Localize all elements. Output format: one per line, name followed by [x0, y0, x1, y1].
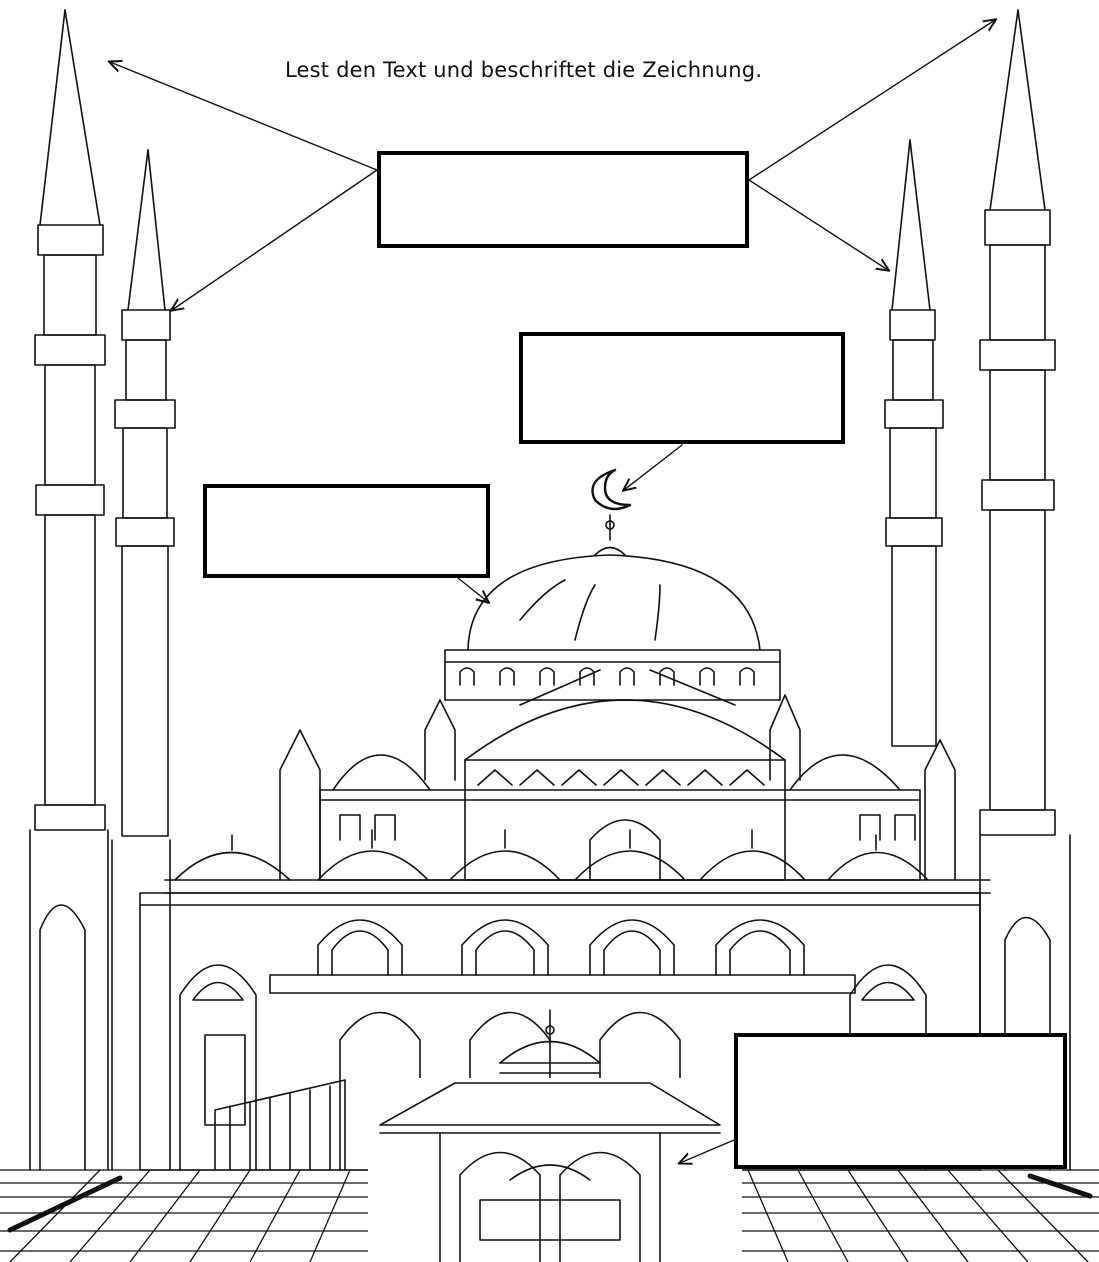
ablution-fountain	[368, 1010, 742, 1262]
label-box-fountain[interactable]	[734, 1033, 1067, 1169]
worksheet-instruction: Lest den Text und beschriftet die Zeichn…	[285, 58, 762, 82]
minaret-inner-right	[885, 140, 943, 746]
label-box-crescent[interactable]	[519, 332, 845, 444]
label-input-fountain[interactable]	[738, 1037, 1063, 1165]
label-box-dome[interactable]	[203, 484, 490, 578]
label-input-minarets[interactable]	[381, 155, 745, 244]
minaret-far-left	[30, 10, 108, 1170]
label-box-minarets[interactable]	[377, 151, 749, 248]
label-input-dome[interactable]	[207, 488, 486, 574]
minaret-far-right	[980, 10, 1070, 1170]
minaret-inner-left	[112, 150, 175, 1170]
label-input-crescent[interactable]	[523, 336, 841, 440]
small-domes	[165, 830, 990, 893]
